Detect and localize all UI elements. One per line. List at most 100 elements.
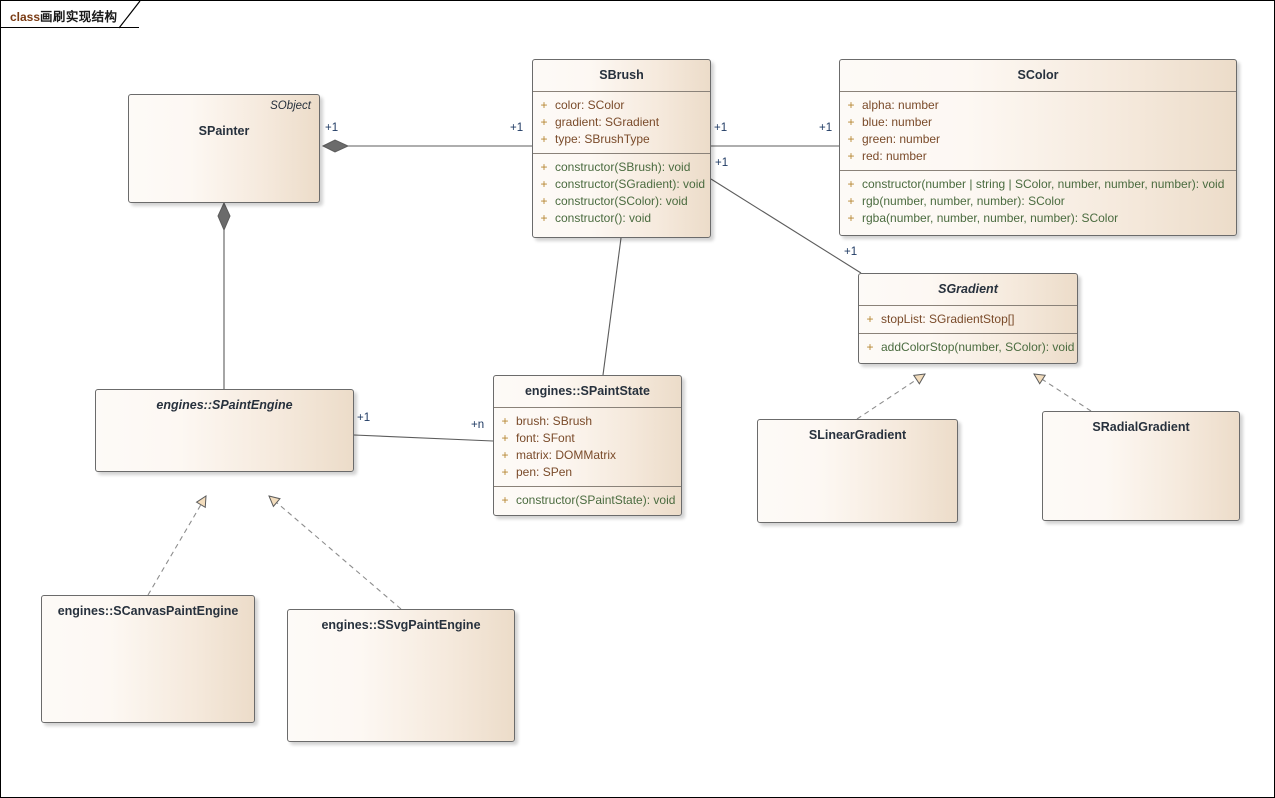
attribute-text: font: SFont (516, 430, 575, 445)
visibility-marker: + (540, 159, 548, 174)
visibility-marker: + (501, 464, 509, 479)
visibility-marker: + (540, 210, 548, 225)
attribute-text: alpha: number (862, 97, 939, 112)
operations-compartment-spaintstate: +constructor(SPaintState): void (494, 487, 681, 514)
class-title-scolor: SColor (1017, 68, 1059, 82)
class-box-sradialgradient[interactable]: SRadialGradient (1042, 411, 1240, 521)
class-title-scanvaspaintengine: engines::SCanvasPaintEngine (57, 604, 239, 618)
class-box-sgradient[interactable]: SGradient +stopList: SGradientStop[] +ad… (858, 273, 1078, 364)
connector-spainter-spaintengine (217, 201, 231, 389)
multiplicity-painter-brush-target: +1 (510, 122, 524, 134)
visibility-marker: + (540, 131, 548, 146)
operation-text: constructor(SColor): void (555, 193, 688, 208)
separator (840, 90, 1236, 92)
class-title-sbrush: SBrush (599, 68, 644, 82)
attributes-compartment-scolor: + alpha: number + blue: number + green: num… (840, 92, 1236, 170)
class-box-ssvgpaintengine[interactable]: engines::SSvgPaintEngine (287, 609, 515, 742)
attribute-text: blue: number (862, 114, 933, 129)
attribute-row: + green: number (840, 131, 1236, 148)
operation-row: +constructor(number | string | SColor, n… (840, 176, 1236, 193)
operation-row: +constructor(SColor): void (533, 193, 710, 210)
attribute-row: + matrix: DOMMatrix (494, 447, 681, 464)
visibility-marker: + (847, 97, 855, 112)
visibility-marker: + (847, 114, 855, 129)
separator (494, 406, 681, 408)
class-box-scolor[interactable]: SColor + alpha: number + blue: number + gre… (839, 59, 1237, 236)
visibility-marker: + (847, 210, 855, 225)
multiplicity-brush-color-source: +1 (714, 122, 728, 134)
class-box-spainter[interactable]: SObject SPainter (128, 94, 320, 203)
attribute-row: +brush: SBrush (494, 413, 681, 430)
visibility-marker: + (540, 97, 548, 112)
connector-sbrush-spaintstate (602, 237, 622, 376)
operations-compartment-sgradient: +addColorStop(number, SColor): void (859, 334, 1077, 361)
class-title-spainter: SPainter (198, 124, 250, 138)
attribute-row: + font: SFont (494, 430, 681, 447)
operation-text: constructor(SGradient): void (555, 176, 706, 191)
attribute-text: green: number (862, 131, 941, 146)
visibility-marker: + (847, 148, 855, 163)
multiplicity-engine-state-source: +1 (357, 412, 371, 424)
class-title-ssvgpaintengine: engines::SSvgPaintEngine (321, 618, 481, 632)
attribute-text: gradient: SGradient (555, 114, 660, 129)
connector-realization-scanvaspaintengine (147, 496, 206, 596)
attribute-text: pen: SPen (516, 464, 573, 479)
visibility-marker: + (847, 176, 855, 191)
multiplicity-painter-brush-source: +1 (325, 122, 339, 134)
separator (494, 485, 681, 487)
separator (533, 90, 710, 92)
attribute-text: type: SBrushType (555, 131, 650, 146)
attribute-row: + blue: number (840, 114, 1236, 131)
class-box-spaintstate[interactable]: engines::SPaintState +brush: SBrush + fon… (493, 375, 682, 516)
operation-text: rgba(number, number, number, number): SC… (862, 210, 1119, 225)
diagram-title: class画刷实现结构 (10, 6, 117, 25)
class-title-spaintstate: engines::SPaintState (524, 384, 651, 398)
operation-row: + constructor(SBrush): void (533, 159, 710, 176)
attributes-compartment-spaintstate: +brush: SBrush + font: SFont + matrix: DOM… (494, 408, 681, 486)
attributes-compartment-sbrush: + color: SColor + gradient: SGradient + typ… (533, 92, 710, 153)
attribute-row: + gradient: SGradient (533, 114, 710, 131)
class-box-sbrush[interactable]: SBrush + color: SColor + gradient: SGradie… (532, 59, 711, 238)
multiplicity-brush-color-target: +1 (819, 122, 833, 134)
operation-row: + rgba(number, number, number, number): S… (840, 210, 1236, 227)
operation-text: constructor(SBrush): void (555, 159, 691, 174)
operation-row: +constructor(SPaintState): void (494, 492, 681, 509)
operation-text: constructor(SPaintState): void (516, 492, 676, 507)
operation-row: +rgb(number, number, number): SColor (840, 193, 1236, 210)
attributes-compartment-sgradient: +stopList: SGradientStop[] (859, 306, 1077, 333)
operation-text: constructor(): void (555, 210, 652, 225)
visibility-marker: + (540, 114, 548, 129)
frame-title-text: 画刷实现结构 (40, 10, 118, 24)
separator (859, 332, 1077, 334)
multiplicity-engine-state-target: +n (471, 419, 485, 431)
visibility-marker: + (540, 176, 548, 191)
attribute-text: red: number (862, 148, 927, 163)
attribute-row: + alpha: number (840, 97, 1236, 114)
visibility-marker: + (501, 430, 509, 445)
multiplicity-brush-gradient-target: +1 (844, 246, 858, 258)
attribute-text: color: SColor (555, 97, 625, 112)
attribute-row: + red: number (840, 148, 1236, 165)
class-box-scanvaspaintengine[interactable]: engines::SCanvasPaintEngine (41, 595, 255, 723)
connector-realization-ssvgpaintengine (269, 496, 402, 610)
separator (840, 169, 1236, 171)
visibility-marker: + (501, 447, 509, 462)
connector-realization-slineargradient (856, 374, 925, 420)
attribute-row: + color: SColor (533, 97, 710, 114)
visibility-marker: + (847, 131, 855, 146)
class-box-slineargradient[interactable]: SLinearGradient (757, 419, 958, 523)
class-box-spaintengine[interactable]: engines::SPaintEngine (95, 389, 354, 472)
connector-realization-sradialgradient (1034, 374, 1092, 412)
operation-row: +addColorStop(number, SColor): void (859, 339, 1077, 356)
class-title-sradialgradient: SRadialGradient (1092, 420, 1190, 434)
connector-spaintengine-spaintstate (353, 434, 494, 442)
operations-compartment-sbrush: +constructor(SBrush): void +constructor(… (533, 154, 710, 232)
class-title-spaintengine: engines::SPaintEngine (156, 398, 293, 412)
separator (533, 152, 710, 154)
attribute-text: matrix: DOMMatrix (516, 447, 616, 462)
class-title-sgradient: SGradient (938, 282, 998, 296)
attribute-row: + type: SBrushType (533, 131, 710, 148)
operations-compartment-scolor: +constructor(number | string | SColor, n… (840, 171, 1236, 232)
visibility-marker: + (847, 193, 855, 208)
